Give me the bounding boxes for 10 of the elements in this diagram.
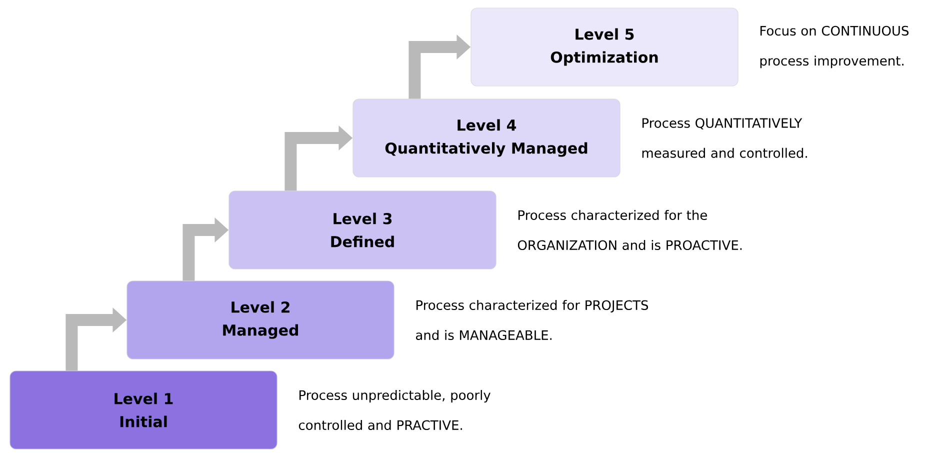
level-box: Level 3 Defined: [228, 190, 496, 270]
description-text: Process unpredictable, poorly controlled and PRACTIVE.: [298, 390, 490, 430]
description-text: Process QUANTITATIVELY measured and controlled.: [642, 118, 807, 158]
level-box: Level 5 Optimization: [470, 8, 738, 86]
level-box: Level 4 Quantitatively Managed: [352, 98, 620, 178]
description-text: Process characterized for PROJECTS and is MANAGEABLE.: [416, 300, 648, 340]
level-box: Level 2 Managed: [126, 280, 394, 360]
description-text: Focus on CONTINUOUS process improvement.: [760, 26, 909, 68]
description-text: Process characterized for the ORGANIZATION and is PROACTIVE.: [518, 210, 742, 250]
level-box: Level 1 Initial: [10, 370, 278, 450]
